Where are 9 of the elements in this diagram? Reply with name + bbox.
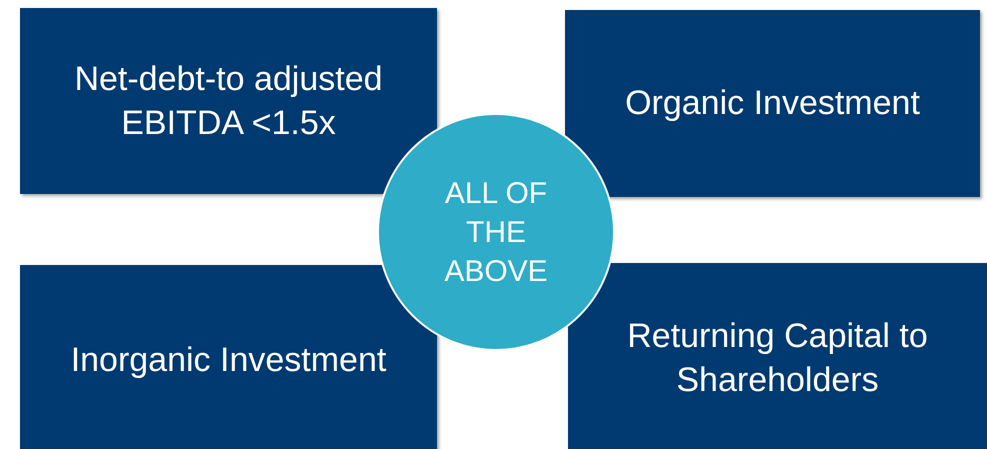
goal-box	[20, 265, 437, 449]
goal-box	[20, 8, 437, 194]
box-label: Inorganic Investment	[70, 340, 386, 381]
goal-box	[565, 10, 980, 197]
circle-label: ALL OF THE ABOVE	[443, 176, 549, 290]
box-label: Organic Investment	[625, 83, 920, 124]
goal-box	[568, 263, 987, 449]
box-label: Returning Capital to Shareholders	[626, 316, 929, 401]
box-label: Net-debt-to adjusted EBITDA <1.5x	[73, 58, 384, 144]
